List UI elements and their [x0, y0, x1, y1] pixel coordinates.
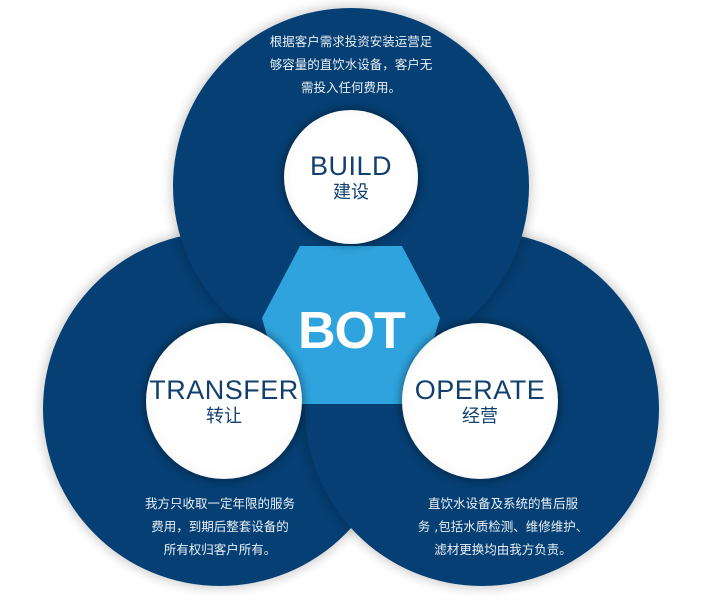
build-title-en: BUILD — [309, 150, 393, 181]
transfer-node[interactable]: TRANSFER 转让 — [146, 323, 302, 479]
transfer-description: 我方只收取一定年限的服务 费用，到期后整套设备的 所有权归客户所有。 — [144, 496, 295, 557]
operate-description: 直饮水设备及系统的售后服 务 ,包括水质检测、维修维护、 滤材更换均由我方负责。 — [417, 496, 589, 557]
operate-title-cn: 经营 — [462, 405, 498, 427]
operate-title-en: OPERATE — [414, 374, 546, 405]
operate-node[interactable]: OPERATE 经营 — [402, 323, 558, 479]
build-description: 根据客户需求投资安装运营足 够容量的直饮水设备，客户无 需投入任何费用。 — [269, 34, 433, 95]
build-node[interactable]: BUILD 建设 — [284, 110, 418, 244]
transfer-title-en: TRANSFER — [149, 374, 299, 405]
transfer-title-cn: 转让 — [206, 405, 242, 427]
bot-label: BOT — [298, 302, 406, 360]
build-title-cn: 建设 — [333, 181, 369, 203]
